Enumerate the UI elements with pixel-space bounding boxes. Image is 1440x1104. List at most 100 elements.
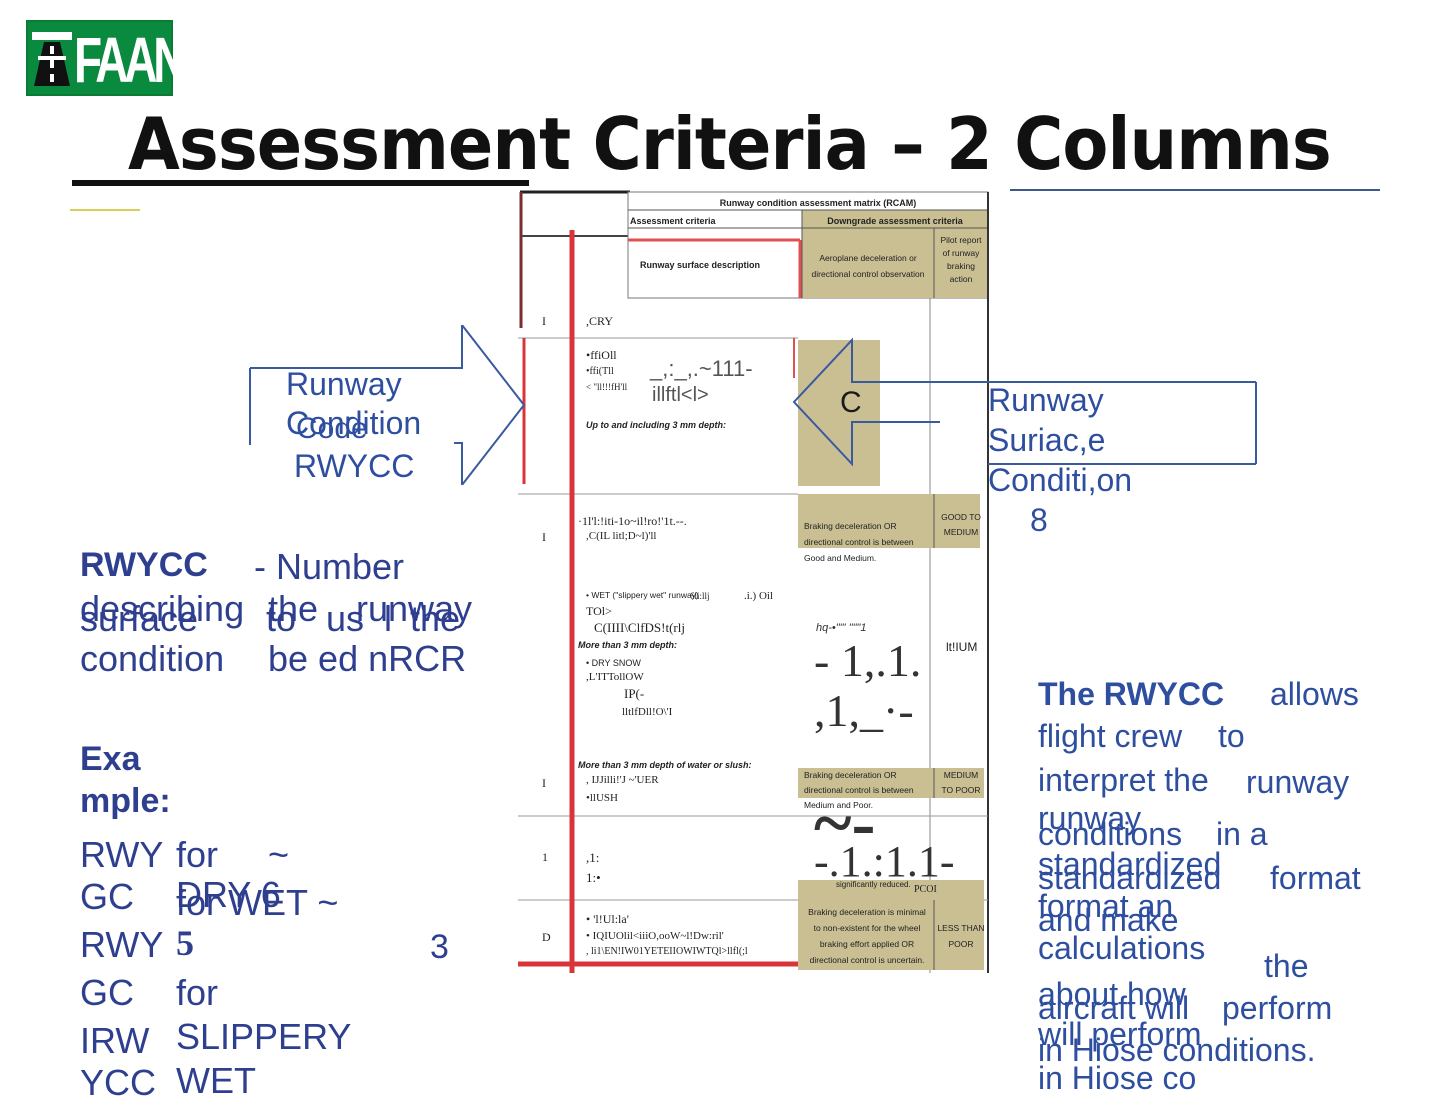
rcam-row4-line7: lltlfDll!O\'I [622, 706, 673, 718]
rcam-row7-pilot: LESS THAN POOR [937, 923, 985, 949]
rcam-row7-code: D [542, 930, 551, 944]
rcam-row4-line1: • WET ("slippery wet" runway) [586, 590, 699, 600]
rcam-table-image: Runway condition assessment matrix (RCAM… [518, 188, 990, 973]
right-text-l8: format an [1038, 888, 1174, 924]
rcam-row6-reduced: significantly reduced. [836, 880, 911, 889]
right-text-l5a: conditions [1038, 816, 1183, 852]
rcam-row5-depth: More than 3 mm depth of water or slush: [578, 760, 752, 770]
right-arrow-icon [249, 325, 526, 485]
rcam-row7-decel: Braking deceleration is minimal to non-e… [808, 907, 926, 965]
rwycc-label-line2a: Condition [286, 405, 422, 441]
rcam-row4-line3: C(IIII\ClfDS!t(rlj [594, 620, 685, 635]
definition-overlap-a1: describing [80, 588, 245, 629]
rcam-row6-line1: ,1: [586, 850, 600, 865]
rsc-label-line4: 8 [1030, 502, 1048, 538]
right-text-l10: calculations [1038, 930, 1206, 966]
right-text-l13: will perform [1038, 1016, 1202, 1052]
example-tilde: ~ [268, 834, 290, 875]
rcam-row3-line2: ,C(IL litl;D~l)'ll [586, 530, 657, 542]
definition-term: RWYCC [80, 546, 208, 584]
rcam-row4-line1b: 6li:llj [690, 591, 710, 601]
rcam-row4-line1c: .i.) Oil [744, 590, 774, 602]
right-text-l12b: aircraft will [1038, 990, 1190, 1026]
example-c1-4: IRW [80, 1020, 150, 1061]
definition-overlap-a2: the [268, 588, 319, 629]
rcam-row6-pco: PCOI [914, 884, 937, 895]
right-text-l1a: The RWYCC [1038, 676, 1225, 712]
example-c2-dry: DRY 6 [176, 874, 281, 915]
example-c2-for2: for [176, 972, 219, 1013]
example-c2-five: 5 [176, 923, 194, 963]
definition-row3b: be ed nRCR [268, 638, 467, 679]
rwycc-label-line1: Runway [286, 366, 402, 402]
rcam-col-downgrade: Downgrade assessment criteria [827, 216, 963, 226]
rcam-col-assessment: Assessment criteria [630, 216, 716, 226]
rcam-row7-line1: • 'l!Ul:la' [586, 912, 629, 926]
rcam-row2-c: C [840, 386, 862, 419]
title-underline [72, 180, 529, 186]
rcam-col-surface: Runway surface description [640, 260, 761, 270]
rcam-row5-line1: , IJJilli!'J ~'UER [586, 774, 659, 786]
rcam-row4-hq: hq-•""' """1 [816, 622, 867, 634]
example-heading-2: mple: [80, 782, 171, 820]
example-c1-1: GC [80, 876, 134, 917]
right-text-l15: in Hiose co [1038, 1060, 1197, 1096]
rcam-row1-code: I [542, 314, 546, 328]
definition-overlap-a3: runway [356, 588, 473, 629]
rcam-row5-line2: •llUSH [586, 792, 618, 804]
right-text-l7a: standardized [1038, 860, 1222, 896]
example-c2-wet: for WET ~ [176, 882, 339, 923]
example-heading-1: Exa [80, 740, 141, 778]
example-c2-wet2: WET [176, 1060, 256, 1101]
rcam-col-decel: Aeroplane deceleration or directional co… [811, 253, 925, 279]
example-c1-3: GC [80, 972, 134, 1013]
rcam-row5-code: I [542, 776, 546, 790]
rcam-row4-pilot: lt!IUM [946, 640, 978, 654]
rcam-row2-line3: < "ll!!!fH'll [586, 382, 628, 392]
title-rule-right [1010, 189, 1380, 191]
rwycc-label-line3: RWYCC [294, 448, 415, 484]
rsc-label-line1: Runway [988, 382, 1104, 418]
rcam-row2-line1: •ffiOll [586, 348, 617, 362]
right-text-l7b: format [1270, 860, 1361, 896]
rcam-row4-garble1: - 1,.1. [814, 635, 922, 686]
right-text-l2a: flight crew [1038, 718, 1183, 754]
rwycc-label-line2b: Code [296, 412, 368, 445]
rcam-row4-line2: TOl> [586, 604, 612, 618]
rcam-row1-text: ,CRY [586, 314, 614, 328]
right-text-l3a: interpret the [1038, 762, 1209, 798]
rcam-row5-pilot: MEDIUM TO POOR [941, 770, 981, 795]
runway-logo-icon [32, 32, 72, 86]
rcam-row2-garble2: illftl<l> [652, 384, 709, 406]
logo-text: FAAN [74, 24, 186, 96]
rsc-label-line2: Suriac,e [988, 422, 1106, 458]
right-text-l12a: about how [1038, 976, 1186, 1012]
right-text-l9: and make [1038, 902, 1179, 938]
definition-dash: - Number [254, 546, 405, 587]
right-text-l12c: perform [1222, 990, 1333, 1026]
right-text-l2b: to [1218, 718, 1245, 754]
rcam-row5-garble: ~- [814, 783, 876, 863]
rcam-row3-line1: ·1l'l:!iti-1o~il!ro!'1t.--. [578, 514, 687, 528]
right-text-l11: the [1264, 948, 1309, 984]
definition-overlap-b5: the [410, 598, 461, 639]
definition-row3a: condition [80, 638, 225, 679]
rcam-row6-garble: -.1.:1.1- [814, 837, 955, 886]
rcam-row4-line4: • DRY SNOW [586, 658, 641, 668]
rcam-table-graphic [518, 188, 990, 973]
right-text-l4: runway [1038, 800, 1142, 836]
accent-rule [70, 209, 140, 211]
rcam-row3-code: I [542, 530, 546, 544]
rcam-title: Runway condition assessment matrix (RCAM… [719, 198, 917, 208]
rcam-row2-garble1: _,:_,.~111- [650, 356, 753, 381]
left-arrow-icon [792, 338, 1257, 467]
definition-overlap-b2: to [266, 598, 297, 639]
example-c1-5: YCC [80, 1062, 157, 1103]
example-c1-2: RWY [80, 924, 164, 965]
right-text-l14: in Hiose conditions. [1038, 1032, 1316, 1068]
example-c2-for: for [176, 834, 219, 875]
rcam-row3-decel: Braking deceleration OR directional cont… [804, 521, 914, 563]
definition-overlap-b1: surface [80, 598, 199, 639]
right-text-l6: standardized [1038, 846, 1222, 882]
rcam-row6-line2: 1:• [586, 870, 601, 885]
